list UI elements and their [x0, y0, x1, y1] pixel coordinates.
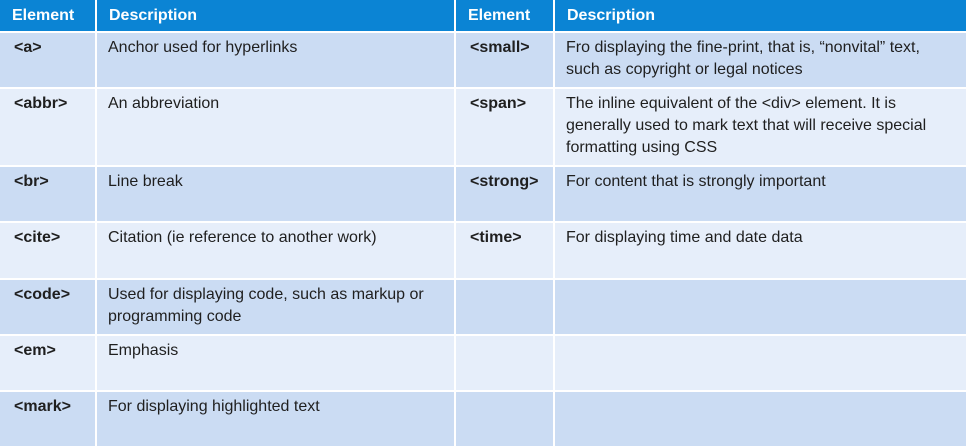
element-tag: <a>	[0, 32, 97, 89]
table-row: <em> Emphasis	[0, 335, 966, 392]
element-tag	[455, 391, 555, 447]
table-row: <br> Line break <strong> For content tha…	[0, 166, 966, 223]
element-tag: <strong>	[455, 166, 555, 223]
element-description: Fro displaying the fine-print, that is, …	[554, 32, 966, 89]
element-tag: <mark>	[0, 391, 97, 447]
element-tag: <small>	[455, 32, 555, 89]
table-row: <abbr> An abbreviation <span> The inline…	[0, 88, 966, 167]
element-tag: <code>	[0, 279, 97, 336]
element-tag: <em>	[0, 335, 97, 392]
element-tag: <time>	[455, 222, 555, 280]
element-tag	[455, 279, 555, 336]
element-description: Citation (ie reference to another work)	[96, 222, 456, 280]
element-description: Anchor used for hyperlinks	[96, 32, 456, 89]
element-tag: <br>	[0, 166, 97, 223]
header-description-left: Description	[96, 0, 456, 33]
table-row: <cite> Citation (ie reference to another…	[0, 222, 966, 280]
table-row: <a> Anchor used for hyperlinks <small> F…	[0, 32, 966, 89]
element-description: Emphasis	[96, 335, 456, 392]
element-description: For content that is strongly important	[554, 166, 966, 223]
header-row: Element Description Element Description	[0, 0, 966, 33]
header-description-right: Description	[554, 0, 966, 33]
element-description	[554, 279, 966, 336]
table-row: <code> Used for displaying code, such as…	[0, 279, 966, 336]
element-tag: <abbr>	[0, 88, 97, 167]
element-tag	[455, 335, 555, 392]
element-description	[554, 391, 966, 447]
element-tag: <span>	[455, 88, 555, 167]
element-description	[554, 335, 966, 392]
header-element-left: Element	[0, 0, 97, 33]
element-description: Line break	[96, 166, 456, 223]
element-description: For displaying highlighted text	[96, 391, 456, 447]
element-description: For displaying time and date data	[554, 222, 966, 280]
table-row: <mark> For displaying highlighted text	[0, 391, 966, 447]
element-tag: <cite>	[0, 222, 97, 280]
element-description: Used for displaying code, such as markup…	[96, 279, 456, 336]
element-description: An abbreviation	[96, 88, 456, 167]
header-element-right: Element	[455, 0, 555, 33]
element-description: The inline equivalent of the <div> eleme…	[554, 88, 966, 167]
